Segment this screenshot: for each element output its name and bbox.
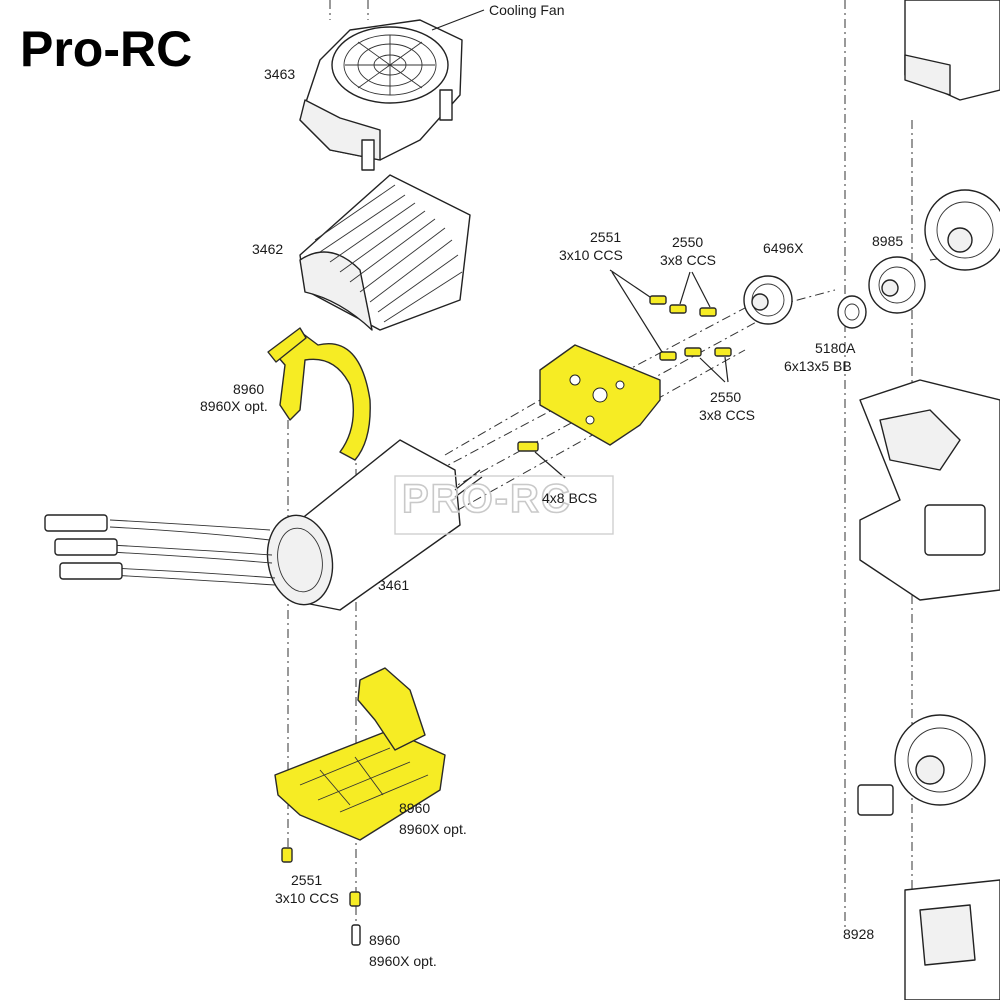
leader-cooling-fan (431, 9, 485, 31)
pin (351, 924, 361, 946)
label-6x13x5: 6x13x5 BB (784, 358, 852, 374)
label-2551-top: 2551 (590, 229, 621, 245)
label-pin-opt: 8960X opt. (369, 953, 437, 969)
label-3x8-mid: 3x8 CCS (699, 407, 755, 423)
pinion-gear (743, 275, 793, 325)
label-pin-part: 8960 (369, 932, 400, 948)
motor-mount-highlighted (274, 667, 446, 841)
transmission-housing (859, 0, 1000, 601)
label-2550-mid: 2550 (710, 389, 741, 405)
label-mount-opt: 8960X opt. (399, 821, 467, 837)
motor-clamp-highlighted (267, 327, 371, 461)
heatsink (299, 174, 471, 331)
label-3461: 3461 (378, 577, 409, 593)
label-2551-bottom: 2551 (291, 872, 322, 888)
label-cooling-fan: Cooling Fan (489, 2, 565, 18)
label-3x10-bottom: 3x10 CCS (275, 890, 339, 906)
label-4x8-bcs: 4x8 BCS (542, 490, 597, 506)
label-5180a: 5180A (815, 340, 856, 356)
label-mount-part: 8960 (399, 800, 430, 816)
brand-logo: Pro-RC (20, 21, 192, 77)
watermark-frame (394, 475, 614, 535)
label-3462: 3462 (252, 241, 283, 257)
label-8985: 8985 (872, 233, 903, 249)
screws-highlighted (281, 295, 732, 907)
label-clamp-opt: 8960X opt. (200, 398, 268, 414)
label-8928: 8928 (843, 926, 874, 942)
spur-gear (868, 256, 926, 314)
label-3x10-top: 3x10 CCS (559, 247, 623, 263)
label-2550-top: 2550 (672, 234, 703, 250)
bearing (837, 295, 867, 329)
brushless-motor (44, 439, 483, 611)
watermark: PRO-RC (402, 477, 572, 521)
leaders-screws (534, 269, 729, 479)
cooling-fan (299, 19, 463, 171)
label-3x8-top: 3x8 CCS (660, 252, 716, 268)
label-6496x: 6496X (763, 240, 804, 256)
differential (857, 714, 1000, 1000)
motor-plate-highlighted (539, 344, 661, 446)
label-3463: 3463 (264, 66, 295, 82)
label-clamp-part: 8960 (233, 381, 264, 397)
